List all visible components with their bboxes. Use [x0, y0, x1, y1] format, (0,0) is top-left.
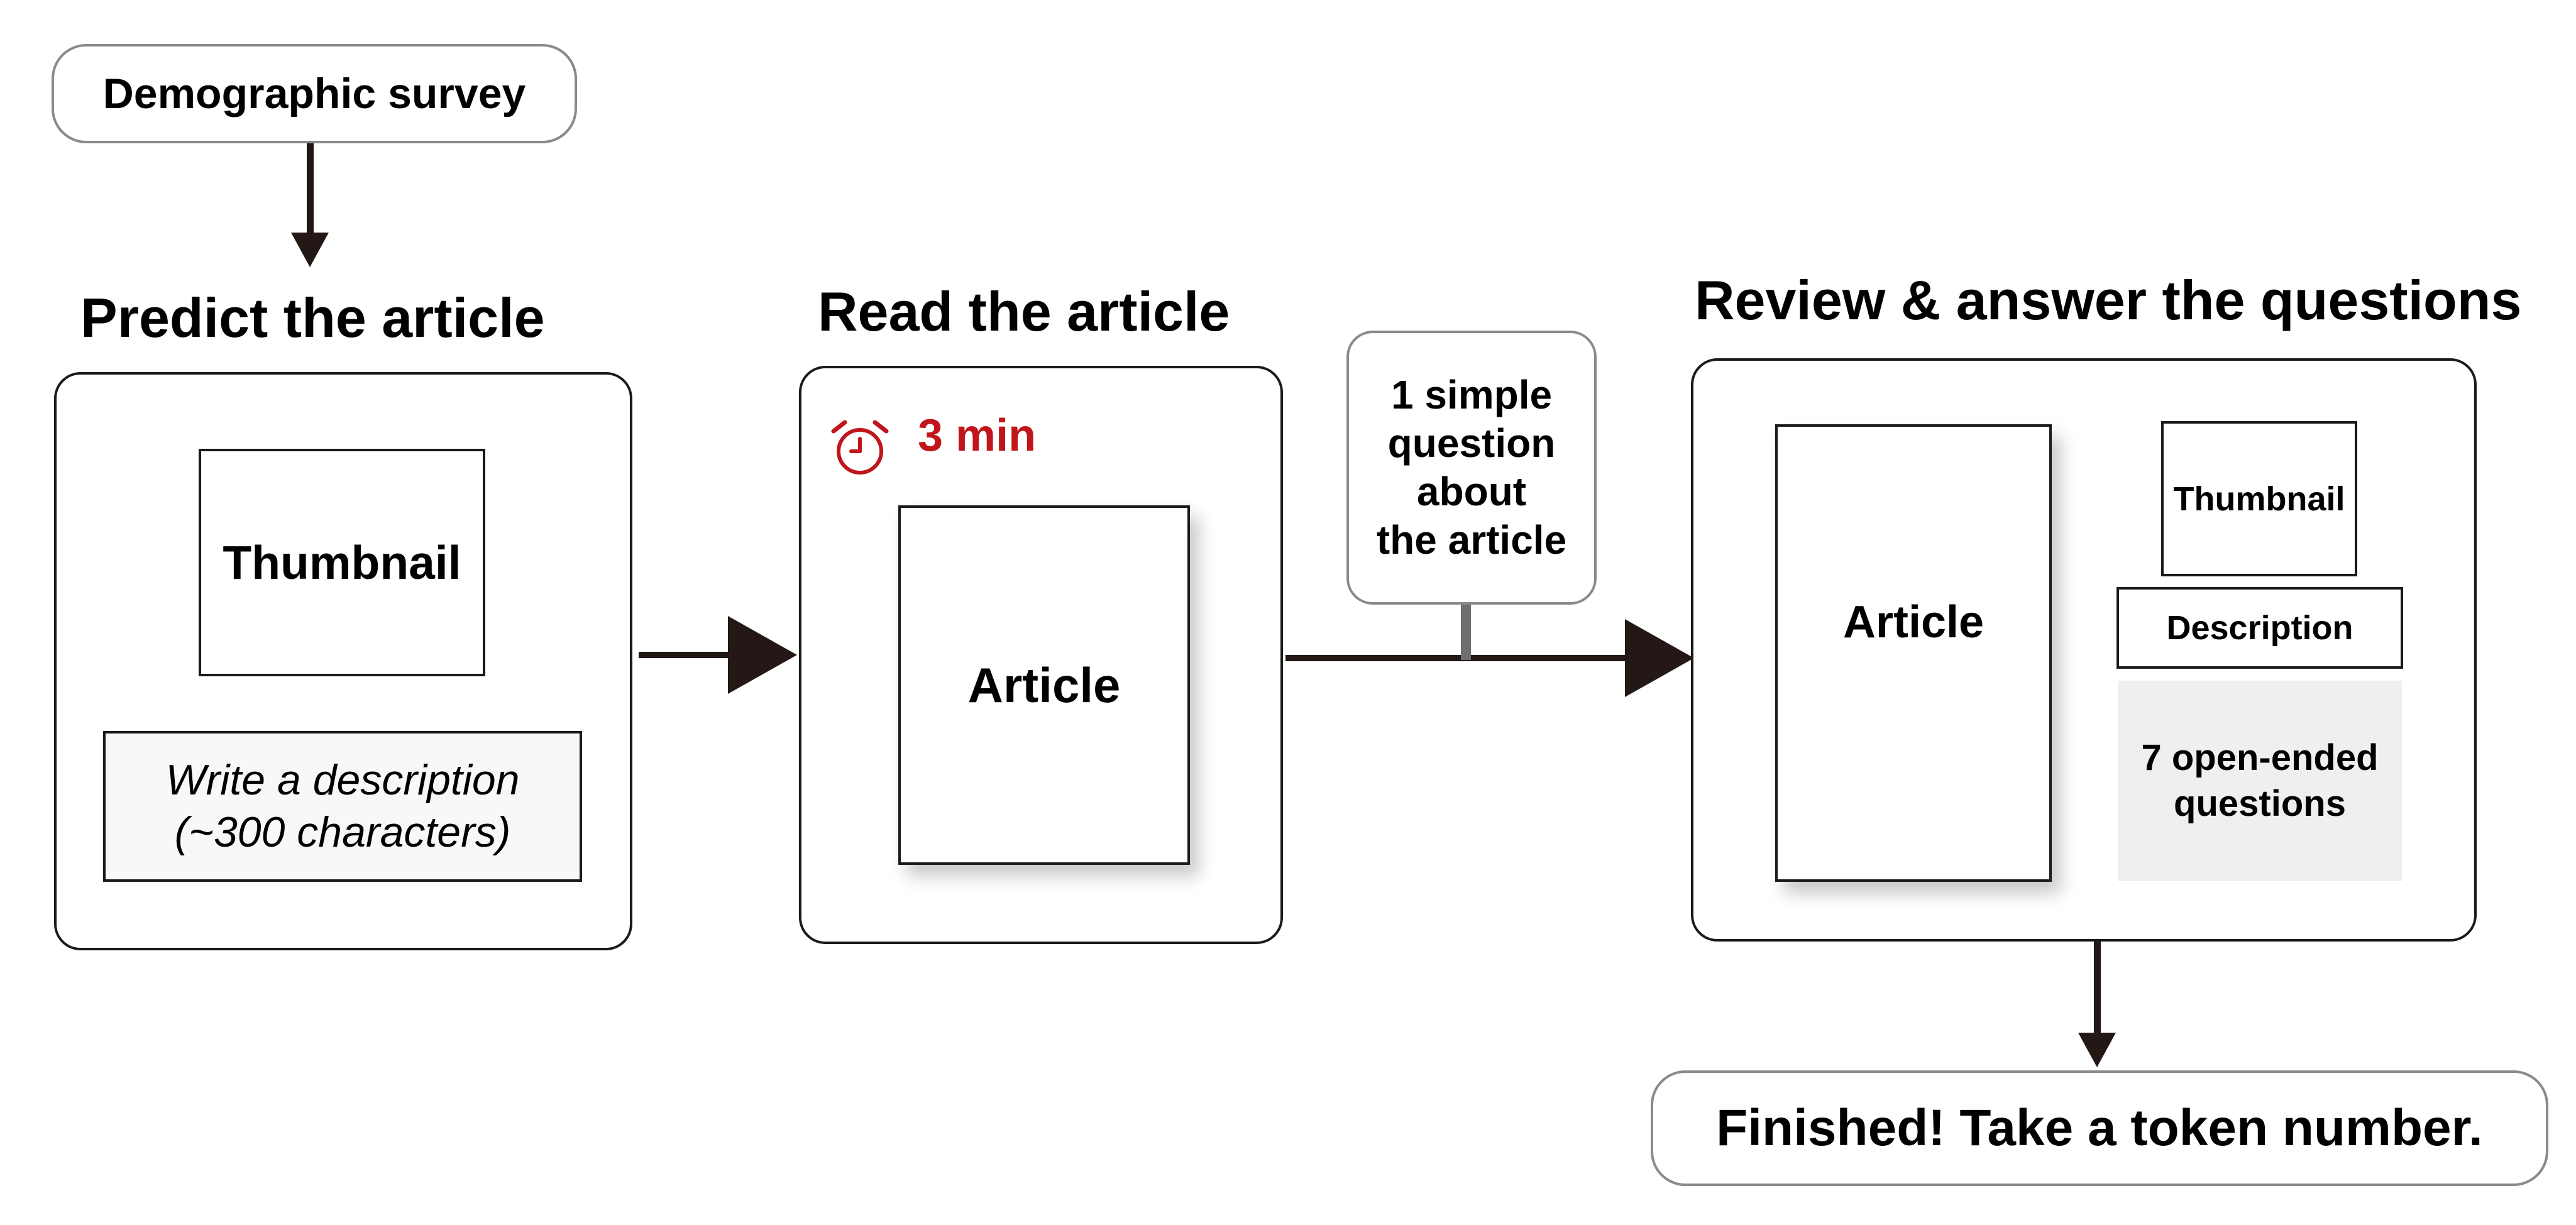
read-article-label: Article: [967, 657, 1121, 713]
review-stage-title: Review & answer the questions: [1695, 269, 2522, 331]
write-description-line2: (~300 characters): [174, 808, 511, 856]
read-to-review-arrow-shaft: [1285, 655, 1631, 661]
review-article-box: Article: [1775, 424, 2052, 882]
simple-question-line3: about: [1416, 469, 1527, 514]
predict-to-read-arrowhead: [728, 616, 797, 694]
demographic-survey-node: Demographic survey: [52, 44, 577, 143]
review-thumbnail-label: Thumbnail: [2173, 480, 2345, 518]
predict-thumbnail-label: Thumbnail: [223, 536, 461, 589]
review-description-label: Description: [2166, 609, 2353, 647]
simple-question-line2: question: [1387, 420, 1556, 466]
predict-thumbnail-box: Thumbnail: [199, 449, 485, 676]
finish-node: Finished! Take a token number.: [1651, 1070, 2548, 1186]
read-article-box: Article: [898, 505, 1190, 865]
simple-question-bubble: 1 simple question about the article: [1346, 331, 1597, 605]
open-ended-questions-box: 7 open-ended questions: [2118, 681, 2402, 881]
survey-to-predict-arrowhead: [291, 233, 329, 267]
write-description-line1: Write a description: [165, 756, 520, 805]
read-to-review-arrowhead: [1625, 619, 1694, 697]
simple-question-line4: the article: [1376, 517, 1567, 563]
simple-question-line1: 1 simple: [1390, 372, 1553, 418]
predict-to-read-arrow-shaft: [639, 652, 734, 658]
review-to-finish-arrowhead: [2078, 1033, 2116, 1067]
open-ended-questions-line1: 7 open-ended: [2141, 737, 2379, 778]
predict-stage-title: Predict the article: [80, 287, 545, 349]
write-description-box: Write a description (~300 characters): [103, 731, 582, 882]
review-article-label: Article: [1842, 597, 1984, 647]
demographic-survey-label: Demographic survey: [102, 70, 526, 118]
finish-label: Finished! Take a token number.: [1716, 1099, 2483, 1156]
review-to-finish-arrow-shaft: [2094, 942, 2101, 1035]
review-thumbnail-box: Thumbnail: [2161, 421, 2357, 576]
review-description-box: Description: [2116, 587, 2403, 669]
timer-label: 3 min: [918, 410, 1037, 461]
read-stage-title: Read the article: [818, 280, 1230, 343]
alarm-clock-icon: [828, 416, 891, 479]
survey-to-predict-arrow-shaft: [307, 143, 314, 239]
open-ended-questions-line2: questions: [2174, 783, 2346, 824]
question-bubble-connector: [1461, 602, 1471, 660]
